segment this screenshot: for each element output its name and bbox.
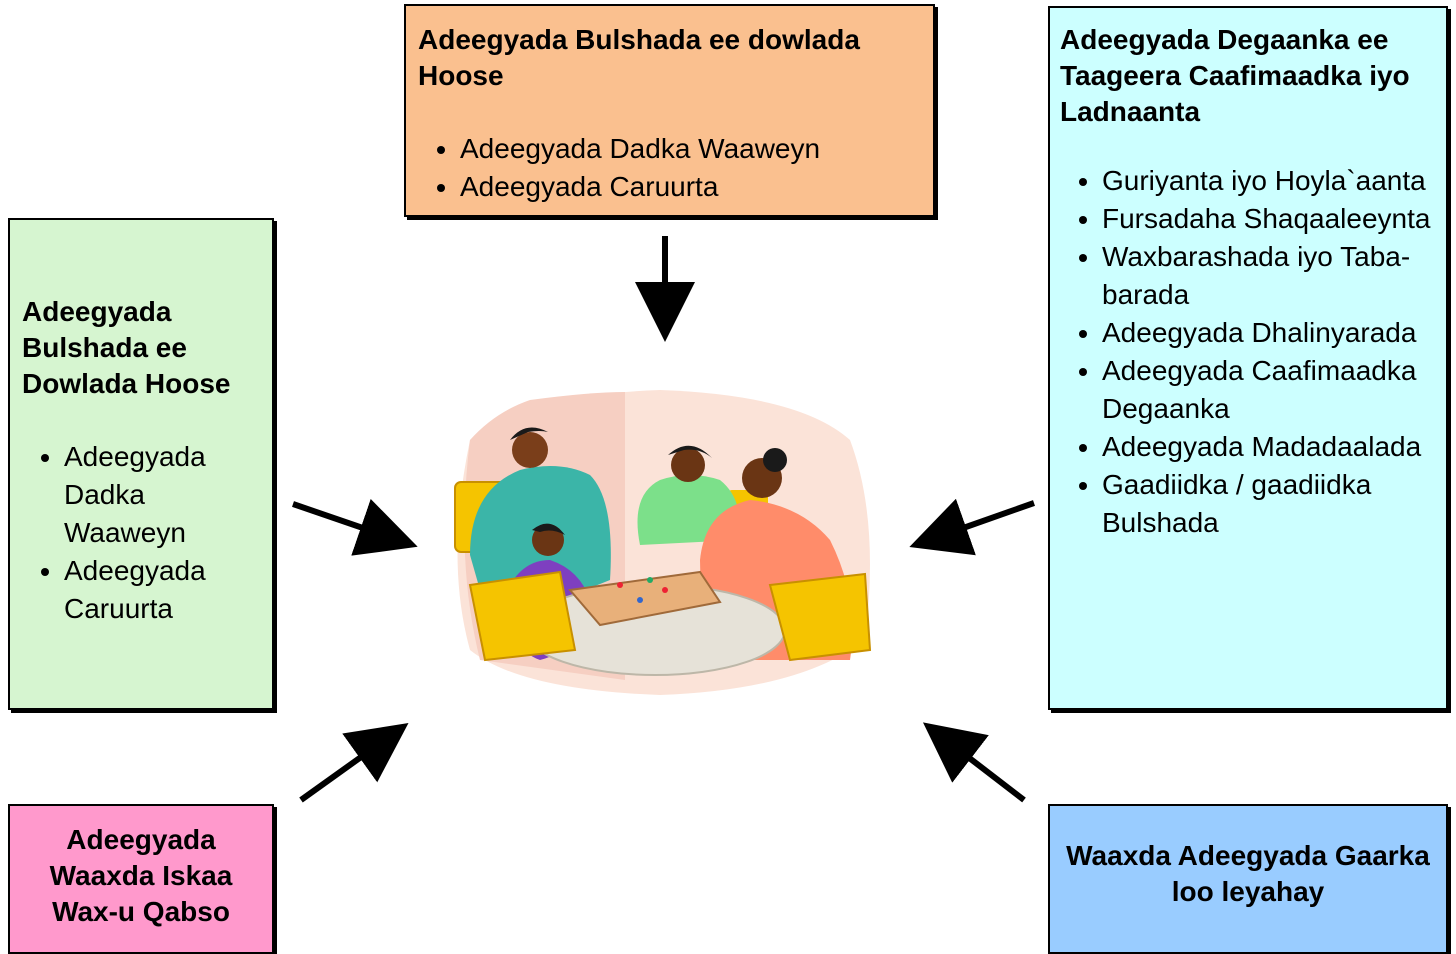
list-item: Adeegyada Dadka Waaweyn xyxy=(64,438,262,552)
bottom-right-box: Waaxda Adeegyada Gaarka loo leyahay xyxy=(1048,804,1448,954)
right-box-title: Adeegyada Degaanka ee Taageera Caafimaad… xyxy=(1060,24,1410,127)
top-services-box: Adeegyada Bulshada ee dowlada Hoose Adee… xyxy=(404,4,935,217)
list-item: Fursadaha Shaqaaleeynta xyxy=(1102,200,1436,238)
arrow-right xyxy=(909,498,1035,556)
bottom-right-box-title: Waaxda Adeegyada Gaarka loo leyahay xyxy=(1066,840,1430,907)
arrow-left xyxy=(292,498,418,556)
family-board-game-clipart xyxy=(454,390,872,695)
right-box-list: Guriyanta iyo Hoyla`aanta Fursadaha Shaq… xyxy=(1060,162,1436,542)
arrow-bottom-left xyxy=(299,723,409,803)
list-item: Gaadiidka / gaadiidka Bulshada xyxy=(1102,466,1436,542)
list-item: Adeegyada Caruurta xyxy=(64,552,262,628)
list-item: Adeegyada Caafimaadka Degaanka xyxy=(1102,352,1436,428)
list-item: Guriyanta iyo Hoyla`aanta xyxy=(1102,162,1436,200)
arrow-bottom-right xyxy=(922,722,1026,803)
left-services-box: Adeegyada Bulshada ee Dowlada Hoose Adee… xyxy=(8,218,274,710)
left-box-list: Adeegyada Dadka Waaweyn Adeegyada Caruur… xyxy=(22,438,262,628)
list-item: Adeegyada Caruurta xyxy=(460,168,921,206)
list-item: Adeegyada Dhalinyarada xyxy=(1102,314,1436,352)
right-services-box: Adeegyada Degaanka ee Taageera Caafimaad… xyxy=(1048,6,1448,710)
top-box-list: Adeegyada Dadka Waaweyn Adeegyada Caruur… xyxy=(418,130,921,206)
list-item: Adeegyada Madadaalada xyxy=(1102,428,1436,466)
top-box-title: Adeegyada Bulshada ee dowlada Hoose xyxy=(418,24,860,91)
list-item: Adeegyada Dadka Waaweyn xyxy=(460,130,921,168)
list-item: Waxbarashada iyo Taba-barada xyxy=(1102,238,1436,314)
bottom-left-box-title: Adeegyada Waaxda Iskaa Wax-u Qabso xyxy=(49,824,233,927)
left-box-title: Adeegyada Bulshada ee Dowlada Hoose xyxy=(22,296,231,399)
